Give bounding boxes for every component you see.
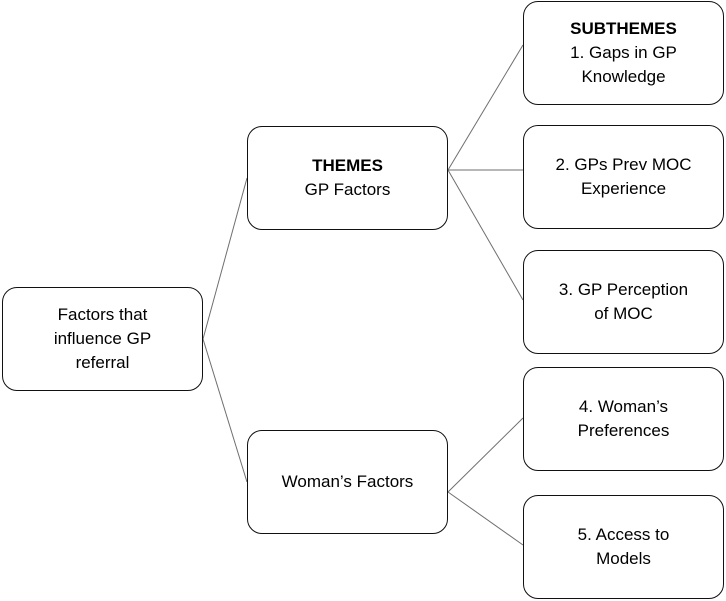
subtheme-node-line-2: Experience [580, 179, 667, 198]
connector-gp-factors-to-subtheme-1 [447, 44, 524, 171]
connector-womans-factors-to-subtheme-4 [447, 417, 524, 493]
subtheme-node-access-to-models: 5. Access to Models [523, 495, 724, 599]
subtheme-node-line-2: Knowledge [581, 67, 666, 86]
root-node-line-2: influence GP [53, 329, 152, 348]
subtheme-node-gps-prev-moc-experience: 2. GPs Prev MOC Experience [523, 125, 724, 229]
subtheme-node-line-1: 2. GPs Prev MOC [555, 155, 692, 174]
subtheme-node-womans-preferences: 4. Woman’s Preferences [523, 367, 724, 471]
root-node-factors-influence-gp-referral: Factors that influence GP referral [2, 287, 203, 391]
subtheme-node-line-1: 3. GP Perception [558, 280, 689, 299]
root-node-line-1: Factors that [57, 305, 148, 324]
connector-gp-factors-to-subtheme-3 [447, 169, 524, 301]
theme-node-label: GP Factors [304, 180, 391, 199]
subtheme-node-line-1: 5. Access to [577, 525, 670, 544]
connector-root-to-womans-factors [202, 338, 248, 483]
subtheme-node-gaps-in-gp-knowledge: SUBTHEMES 1. Gaps in GP Knowledge [523, 1, 724, 105]
themes-heading: THEMES [312, 156, 383, 175]
subtheme-node-line-1: 1. Gaps in GP [570, 43, 677, 62]
subtheme-node-gp-perception-of-moc: 3. GP Perception of MOC [523, 250, 724, 354]
subtheme-node-line-2: Models [596, 549, 651, 568]
subtheme-node-line-1: 4. Woman’s [578, 397, 669, 416]
subtheme-node-line-2: of MOC [594, 304, 653, 323]
connector-root-to-gp-factors [202, 177, 248, 340]
theme-node-womans-factors: Woman’s Factors [247, 430, 448, 534]
root-node-line-3: referral [75, 353, 130, 372]
theme-node-label: Woman’s Factors [281, 472, 414, 491]
theme-node-gp-factors: THEMES GP Factors [247, 126, 448, 230]
subthemes-heading: SUBTHEMES [570, 19, 677, 38]
connector-womans-factors-to-subtheme-5 [447, 491, 524, 546]
subtheme-node-line-2: Preferences [577, 421, 670, 440]
